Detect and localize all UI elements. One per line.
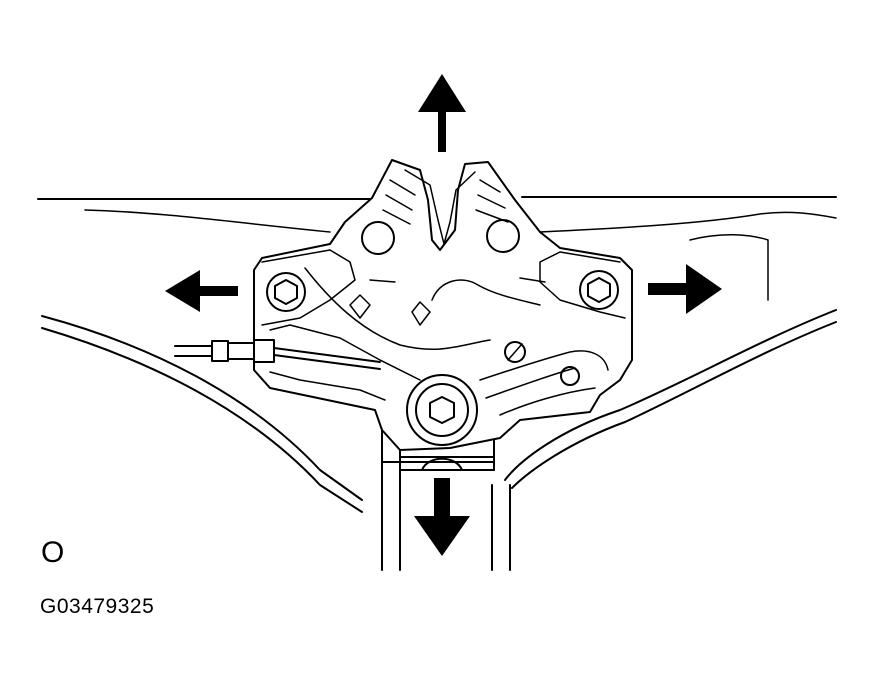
arrow-left-icon (165, 270, 238, 312)
release-cable (174, 339, 381, 370)
center-bolt-icon (406, 374, 478, 446)
arrow-down-icon (414, 478, 470, 556)
arrow-up-icon (418, 74, 466, 152)
hood-latch-assembly (253, 159, 633, 451)
radiator-support-panel (37, 196, 837, 301)
figure-id: G03479325 (40, 595, 155, 618)
right-bolt-icon (579, 270, 619, 310)
corner-mark: O (41, 536, 65, 569)
brace-clip (421, 457, 463, 471)
left-bolt-icon (266, 272, 306, 312)
arrow-right-icon (648, 264, 722, 314)
lower-support-members (41, 309, 837, 513)
